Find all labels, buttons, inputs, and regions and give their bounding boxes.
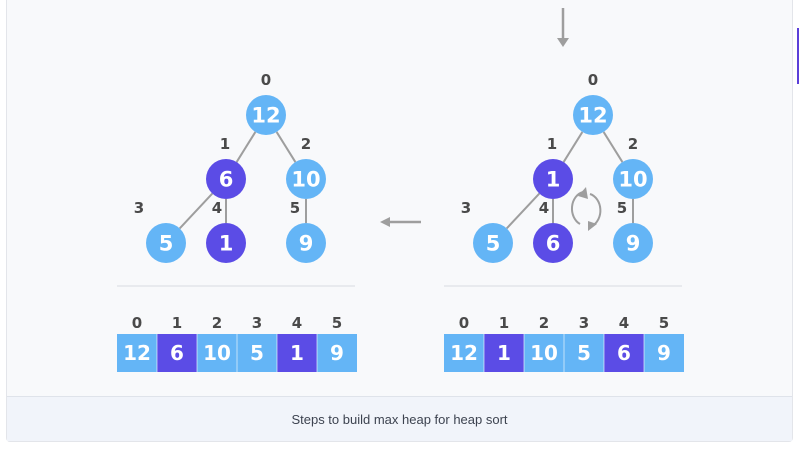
array-cell-index: 0 — [132, 314, 142, 332]
array-cell — [484, 334, 524, 372]
array-cell-index: 4 — [619, 314, 629, 332]
array-cell-value: 5 — [250, 341, 264, 365]
tree-node-value: 9 — [299, 232, 314, 256]
array-cell — [197, 334, 237, 372]
tree-node-value: 1 — [219, 232, 234, 256]
array-cell-index: 5 — [659, 314, 669, 332]
array-cell-value: 10 — [203, 341, 231, 365]
figure-caption: Steps to build max heap for heap sort — [291, 411, 508, 427]
array-cell-index: 0 — [459, 314, 469, 332]
tree-node — [613, 159, 653, 199]
array-cell-index: 2 — [212, 314, 222, 332]
swap-arrows-icon — [570, 187, 602, 231]
tree-node-index: 3 — [461, 199, 471, 217]
array-cell-index: 5 — [332, 314, 342, 332]
array-cell — [157, 334, 197, 372]
tree-node — [286, 223, 326, 263]
array-cell-index: 3 — [579, 314, 589, 332]
tree-node-index: 5 — [617, 199, 627, 217]
array-cell-index: 4 — [292, 314, 302, 332]
tree-node-value: 12 — [578, 104, 607, 128]
tree-edge — [178, 192, 214, 230]
array-cell — [277, 334, 317, 372]
array-cell-value: 6 — [617, 341, 631, 365]
tree-node — [533, 159, 573, 199]
tree-node-index: 1 — [547, 135, 557, 153]
tree-node-value: 6 — [219, 168, 234, 192]
right-array: 12 0 1 1 10 2 5 3 6 4 9 5 — [444, 314, 684, 372]
tree-node-index: 0 — [588, 71, 598, 89]
array-cell — [317, 334, 357, 372]
tree-node-value: 1 — [546, 168, 561, 192]
array-cell — [644, 334, 684, 372]
tree-edge — [602, 131, 624, 163]
array-cell — [444, 334, 484, 372]
tree-edge — [275, 131, 297, 163]
array-cell-value: 1 — [290, 341, 304, 365]
array-cell — [237, 334, 277, 372]
tree-node-index: 4 — [539, 199, 549, 217]
tree-node — [473, 223, 513, 263]
array-cell-value: 1 — [497, 341, 511, 365]
tree-node — [533, 223, 573, 263]
tree-node — [206, 159, 246, 199]
tree-node — [146, 223, 186, 263]
array-cell — [524, 334, 564, 372]
array-cell-value: 12 — [450, 341, 478, 365]
array-cell-value: 12 — [123, 341, 151, 365]
tree-node — [286, 159, 326, 199]
tree-node-index: 5 — [290, 199, 300, 217]
tree-node-index: 3 — [134, 199, 144, 217]
array-cell-index: 1 — [172, 314, 182, 332]
array-cell — [604, 334, 644, 372]
tree-node — [573, 95, 613, 135]
left-arrow-icon — [380, 217, 421, 227]
array-cell-value: 5 — [577, 341, 591, 365]
tree-node-index: 4 — [212, 199, 222, 217]
array-cell-index: 3 — [252, 314, 262, 332]
left-array: 12 0 6 1 10 2 5 3 1 4 9 5 — [117, 314, 357, 372]
array-cell-index: 2 — [539, 314, 549, 332]
tree-node-value: 12 — [251, 104, 280, 128]
tree-node — [206, 223, 246, 263]
array-cell — [564, 334, 604, 372]
tree-node-index: 1 — [220, 135, 230, 153]
tree-node-value: 10 — [618, 168, 647, 192]
caption-bar: Steps to build max heap for heap sort — [7, 396, 792, 441]
side-tab[interactable] — [797, 28, 799, 84]
array-cell-value: 9 — [330, 341, 344, 365]
tree-edge — [235, 131, 257, 163]
tree-node — [246, 95, 286, 135]
tree-node-value: 6 — [546, 232, 561, 256]
array-cell — [117, 334, 157, 372]
tree-node-index: 2 — [301, 135, 311, 153]
tree-node-value: 10 — [291, 168, 320, 192]
tree-node-value: 5 — [486, 232, 501, 256]
array-cell-index: 1 — [499, 314, 509, 332]
tree-node-index: 2 — [628, 135, 638, 153]
tree-node-index: 0 — [261, 71, 271, 89]
tree-node — [613, 223, 653, 263]
tree-node-value: 5 — [159, 232, 174, 256]
array-cell-value: 9 — [657, 341, 671, 365]
tree-edge — [562, 131, 584, 163]
down-arrow-icon — [557, 8, 569, 47]
tree-edge — [505, 192, 541, 230]
array-cell-value: 10 — [530, 341, 558, 365]
array-cell-value: 6 — [170, 341, 184, 365]
tree-node-value: 9 — [626, 232, 641, 256]
